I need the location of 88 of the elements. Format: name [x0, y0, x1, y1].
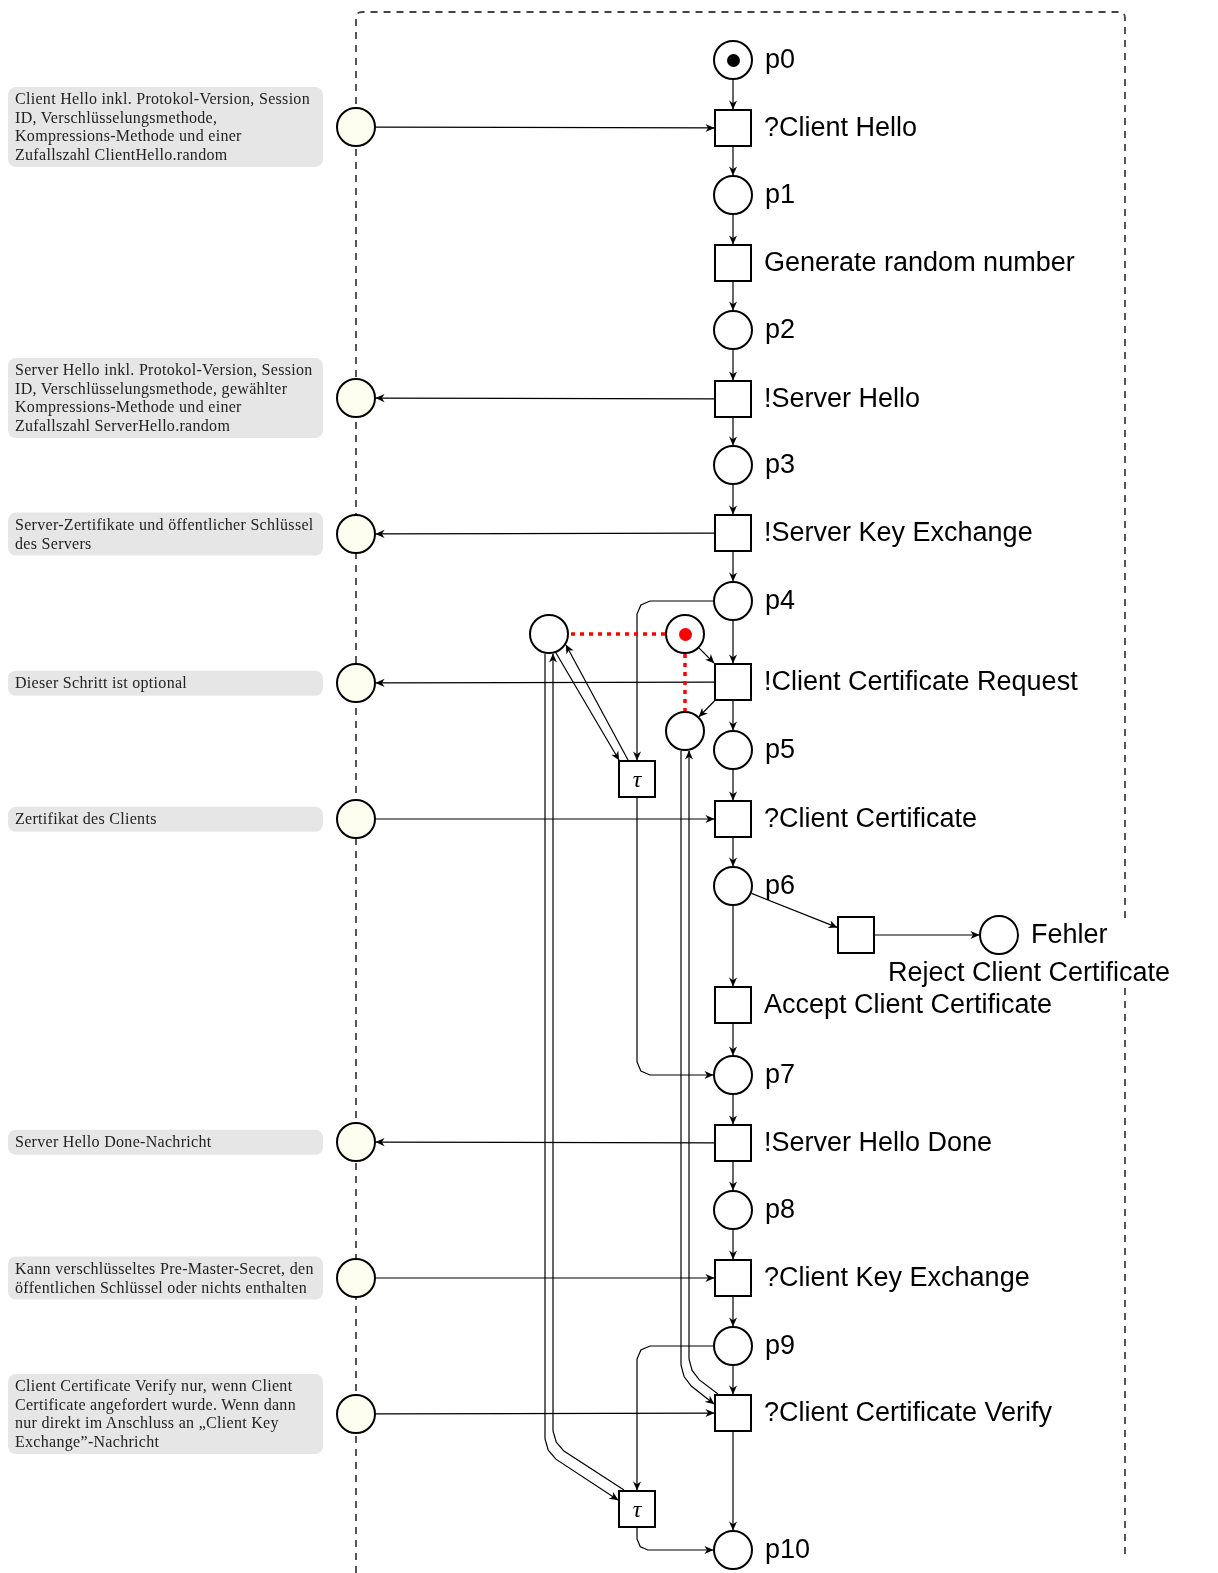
message-note: Server Hello Done-Nachricht [8, 1129, 323, 1155]
transition-label: ?Client Key Exchange [764, 1262, 1030, 1292]
arc-arrow [565, 644, 629, 761]
interface-place-circle [336, 663, 376, 703]
arc-arrow [728, 700, 738, 731]
arc-arrow [375, 678, 715, 687]
arc-arrow [636, 797, 714, 1080]
transition-label: !Server Hello Done [764, 1127, 993, 1157]
place-label: p5 [765, 734, 796, 764]
message-note: Client Hello inkl. Protokol-Version, Session ID, Verschlüsselungsmethode, Kompressions-Methode und einer Zufallszahl ClientHello.random [8, 87, 323, 167]
arc-arrow [728, 484, 738, 515]
transition-label: Accept Client Certificate [764, 989, 1053, 1019]
message-note: Client Certificate Verify nur, wenn Client Certificate angefordert wurde. Wenn dann nur direkt im Anschluss an „Client Key Exchange”-Nachricht [8, 1374, 323, 1454]
transition-box [618, 1490, 656, 1528]
interface-place-circle [336, 1122, 376, 1162]
arc-arrow [728, 1296, 738, 1327]
place-circle [665, 711, 705, 751]
arc-arrow [728, 281, 738, 311]
interface-place-circle [336, 378, 376, 418]
arc-arrow [728, 1431, 738, 1531]
interface-place-circle [336, 1394, 376, 1434]
interface-place-circle [336, 514, 376, 554]
place-label: Fehler [1031, 919, 1108, 949]
place-label: p2 [765, 314, 796, 344]
arc-arrow [375, 1138, 715, 1147]
arc-arrow [728, 417, 738, 446]
arc-arrow [728, 1161, 738, 1191]
transition-label: τ [631, 1494, 643, 1524]
message-note: Server Hello inkl. Protokol-Version, Session ID, Verschlüsselungsmethode, gewählter Kompressions-Methode und einer Zufallszahl ServerHello.random [8, 358, 323, 438]
arc-arrow [698, 647, 715, 664]
transition-label: ?Client Hello [764, 112, 918, 142]
arc-arrow [636, 1527, 714, 1555]
arc-arrow [684, 750, 719, 1395]
interface-place-circle [336, 799, 376, 839]
transition-label: ?Client Certificate Verify [764, 1397, 1053, 1427]
arc-arrow [728, 551, 738, 582]
arc-arrow [375, 814, 715, 824]
dotted-link [569, 632, 665, 636]
arc-arrow [728, 349, 738, 381]
message-note: Zertifikat des Clients [8, 806, 323, 832]
dotted-link [683, 654, 687, 711]
place-label: p10 [765, 1534, 811, 1564]
arc-arrow [728, 769, 738, 801]
place-label: p7 [765, 1059, 796, 1089]
arc-arrow [728, 146, 738, 176]
arc-arrow [728, 1365, 738, 1395]
arc-arrow [728, 214, 738, 245]
arc-arrow [728, 1229, 738, 1260]
transition-label: ?Client Certificate [764, 803, 978, 833]
arc-arrow [375, 123, 715, 132]
transition-label: Generate random number [764, 247, 1075, 277]
arc-arrow [680, 750, 715, 1405]
transition-label: !Client Certificate Request [764, 666, 1078, 696]
transition-label: Reject Client Certificate [888, 957, 1171, 987]
arc-arrow [375, 529, 715, 538]
place-circle [665, 614, 705, 654]
arc-arrow [375, 394, 715, 403]
transition-label: τ [631, 764, 643, 794]
place-label: p0 [765, 44, 796, 74]
arc-arrow [555, 652, 620, 761]
arc-arrow [874, 930, 980, 940]
interface-place-circle [336, 1258, 376, 1298]
arc-arrow [728, 79, 738, 110]
arc-arrow [728, 1094, 738, 1125]
place-label: p6 [765, 870, 796, 900]
interface-place-circle [336, 107, 376, 147]
place-label: p8 [765, 1194, 796, 1224]
arc-arrow [728, 620, 738, 664]
place-label: p1 [765, 179, 796, 209]
arc-arrow [698, 700, 715, 718]
place-label: p3 [765, 449, 796, 479]
arc-arrow [375, 1409, 715, 1418]
arc-arrow [728, 1023, 738, 1056]
message-note: Server-Zertifikate und öffentlicher Schlüssel des Servers [8, 512, 323, 556]
transition-label: !Server Key Exchange [764, 517, 1033, 547]
transition-label: !Server Hello [764, 383, 921, 413]
place-label: p4 [765, 585, 796, 615]
arc-arrow [632, 1345, 714, 1491]
place-circle [529, 614, 569, 654]
message-note: Dieser Schritt ist optional [8, 670, 323, 696]
transition-box [618, 760, 656, 798]
message-note: Kann verschlüsseltes Pre-Master-Secret, den öffentlichen Schlüssel oder nichts enthalten [8, 1256, 323, 1300]
arc-arrow [375, 1273, 715, 1283]
arc-arrow [728, 905, 738, 987]
arc-arrow [632, 600, 714, 761]
place-label: p9 [765, 1330, 796, 1360]
arc-arrow [751, 892, 838, 929]
arc-arrow [728, 837, 738, 867]
